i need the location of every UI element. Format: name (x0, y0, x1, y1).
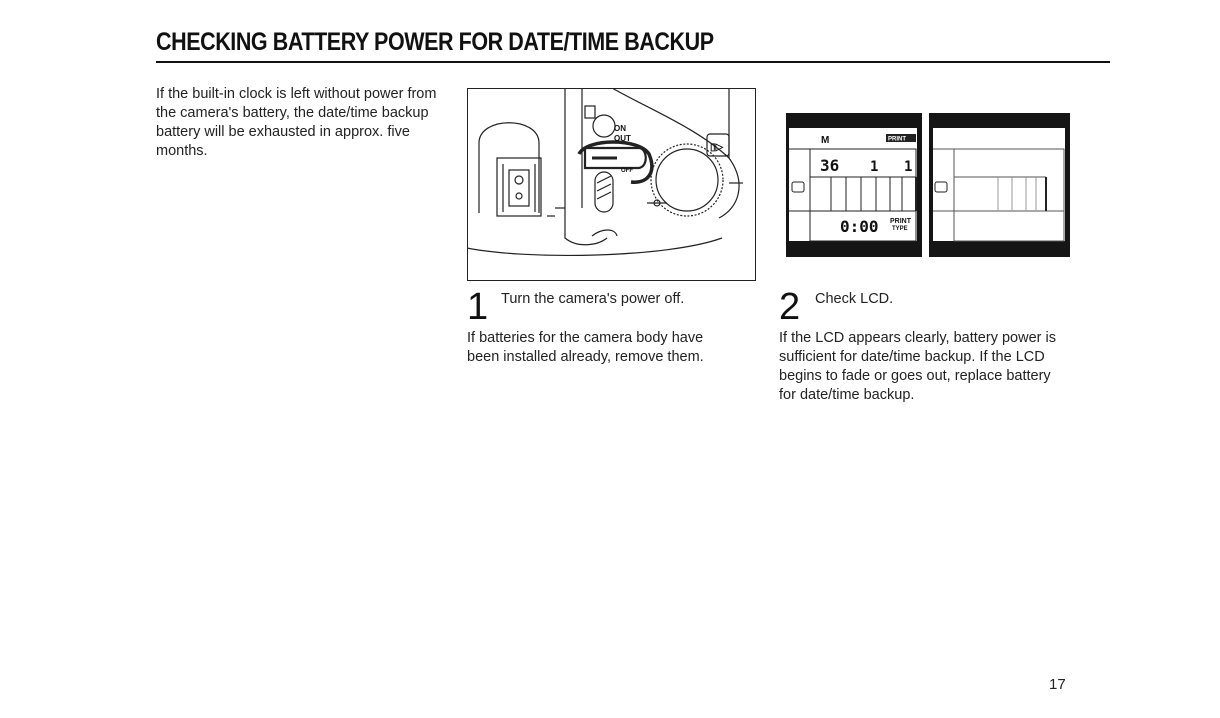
lcd-digit-right: 1 (904, 159, 912, 175)
lcd-indicator-m: M (821, 135, 829, 146)
step-1: 1 Turn the camera's power off. If batter… (467, 288, 757, 378)
title-rule (156, 61, 1110, 63)
step-title: Turn the camera's power off. (501, 291, 685, 307)
lcd-time-display: 0:00 (840, 217, 879, 236)
lcd-print-type-1: PRINT (890, 218, 912, 225)
page-number: 17 (1049, 676, 1066, 693)
step-number: 1 (467, 286, 489, 328)
lcd-print-type-2: TYPE (892, 226, 908, 232)
button-icon: ▯▷ (710, 142, 725, 153)
step-description: If batteries for the camera body have be… (467, 330, 704, 365)
switch-label-on: ON (614, 124, 626, 133)
step-description: If the LCD appears clearly, battery powe… (779, 330, 1056, 403)
page-title: CHECKING BATTERY POWER FOR DATE/TIME BAC… (156, 28, 714, 56)
intro-paragraph: If the built-in clock is left without po… (156, 86, 437, 159)
lcd-digit-left: 1 (870, 159, 878, 175)
switch-label-out: OUT (614, 134, 631, 143)
lcd-frame-count: 36 (820, 156, 839, 175)
lcd-print-label: PRINT (888, 137, 906, 143)
camera-top-illustration: ON OUT OFF ▯▷ (467, 88, 756, 281)
step-2: 2 Check LCD. If the LCD appears clearly,… (779, 288, 1079, 418)
lcd-illustration: M PRINT 36 1 1 0:00 PRINT TYPE (786, 113, 1070, 257)
step-title: Check LCD. (815, 291, 894, 307)
step-number: 2 (779, 286, 801, 328)
switch-label-off: OFF (621, 168, 633, 174)
